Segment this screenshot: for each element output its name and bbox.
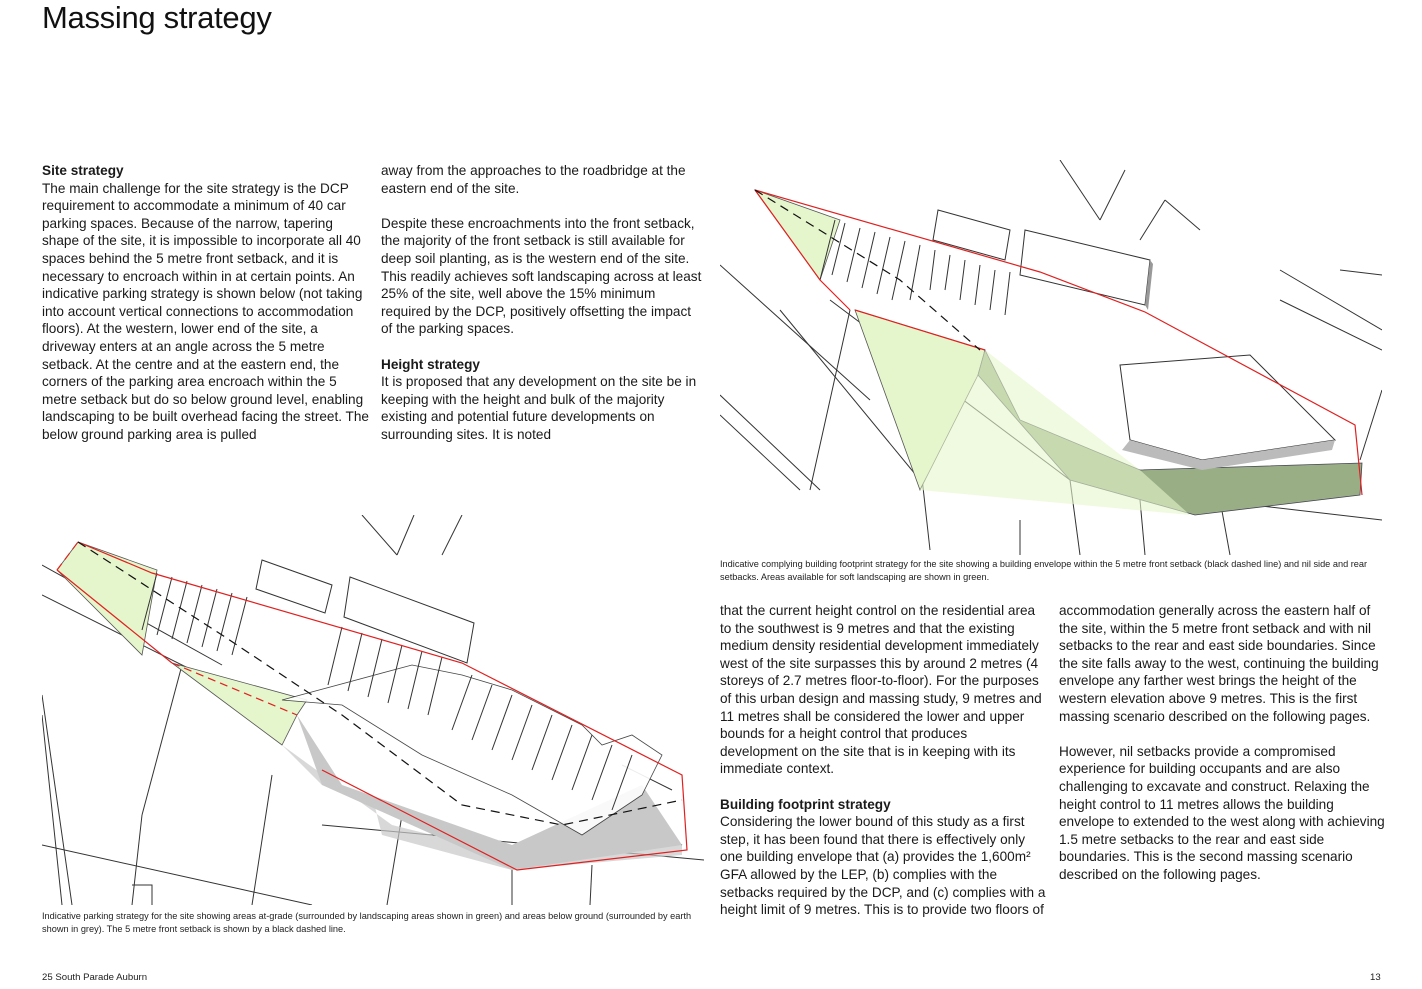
height-strategy-body: It is proposed that any development on t…: [381, 374, 697, 442]
height-strategy-heading: Height strategy: [381, 356, 480, 372]
footprint-strategy-body: Considering the lower bound of this stud…: [720, 814, 1046, 918]
parking-strategy-diagram: [42, 515, 704, 905]
footprint-strategy-heading: Building footprint strategy: [720, 796, 891, 812]
footprint-column: that the current height control on the r…: [720, 602, 1048, 936]
setback-paragraph-2: Despite these encroachments into the fro…: [381, 215, 702, 337]
height-control-paragraph: that the current height control on the r…: [720, 603, 1042, 777]
parking-figure-caption: Indicative parking strategy for the site…: [42, 911, 692, 934]
site-strategy-heading: Site strategy: [42, 163, 124, 178]
height-strategy-column: away from the approaches to the roadbrid…: [381, 162, 703, 461]
footer-document-title: 25 South Parade Auburn: [42, 972, 148, 983]
page-title: Massing strategy: [42, 0, 272, 35]
scenario-paragraph-1: accommodation generally across the easte…: [1059, 603, 1379, 724]
site-strategy-column: Site strategy The main challenge for the…: [42, 162, 372, 461]
scenario-paragraph-2: However, nil setbacks provide a compromi…: [1059, 743, 1385, 882]
footprint-figure-caption: Indicative complying building footprint …: [720, 559, 1368, 582]
site-strategy-body: The main challenge for the site strategy…: [42, 180, 369, 442]
building-footprint-diagram: [720, 160, 1382, 555]
page-number: 13: [1370, 972, 1381, 983]
setback-paragraph-1: away from the approaches to the roadbrid…: [381, 163, 686, 196]
scenario-column: accommodation generally across the easte…: [1059, 602, 1387, 901]
